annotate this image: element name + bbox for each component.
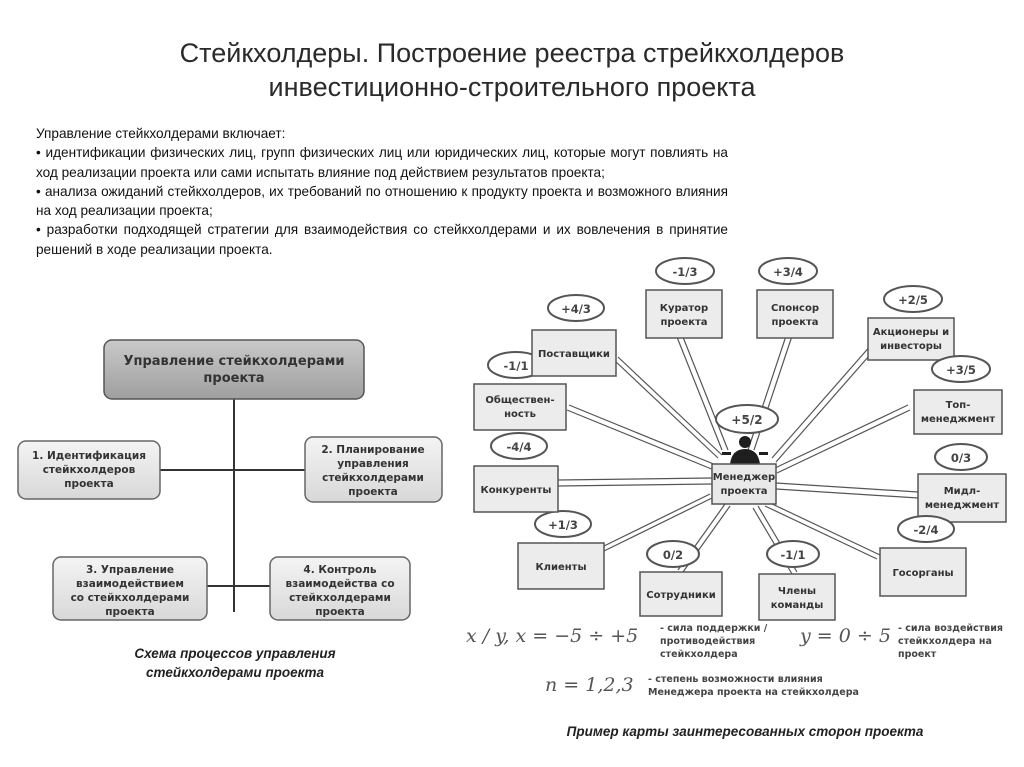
svg-text:0/3: 0/3 bbox=[951, 451, 971, 465]
svg-text:Менеджер: Менеджер bbox=[713, 472, 775, 483]
svg-text:управления: управления bbox=[337, 458, 409, 470]
svg-text:Обществен-: Обществен- bbox=[485, 394, 554, 406]
svg-text:команды: команды bbox=[771, 600, 824, 611]
process-step-1: 1. Идентификация стейкхолдеров проекта bbox=[17, 440, 161, 500]
manager-figure-icon bbox=[722, 436, 768, 464]
svg-text:Куратор: Куратор bbox=[660, 303, 708, 314]
legend-x-line-2: противодействия bbox=[660, 636, 755, 647]
svg-text:проекта: проекта bbox=[315, 606, 364, 618]
svg-text:со стейкхолдерами: со стейкхолдерами bbox=[71, 592, 190, 604]
node-top: Топ- менеджмент +3/5 bbox=[913, 355, 1003, 435]
svg-text:3. Управление: 3. Управление bbox=[86, 564, 174, 576]
node-konkurenty: Конкуренты -4/4 bbox=[473, 432, 559, 513]
formula-x: x / y, x = −5 ÷ +5 bbox=[466, 625, 638, 647]
svg-text:-1/1: -1/1 bbox=[504, 359, 529, 373]
svg-text:+5/2: +5/2 bbox=[731, 413, 762, 427]
svg-text:1. Идентификация: 1. Идентификация bbox=[32, 450, 146, 462]
svg-text:стейкхолдерами: стейкхолдерами bbox=[289, 592, 391, 604]
svg-text:взаимодействием: взаимодействием bbox=[76, 578, 184, 590]
legend-x-line-3: стейкхолдера bbox=[660, 649, 738, 660]
formula-y: y = 0 ÷ 5 bbox=[799, 625, 891, 647]
svg-text:проекта: проекта bbox=[660, 317, 707, 328]
svg-text:стейкхолдерами: стейкхолдерами bbox=[322, 472, 424, 484]
svg-text:проекта: проекта bbox=[105, 606, 154, 618]
legend-y-line-3: проект bbox=[898, 649, 937, 660]
legend-n-line-2: Менеджера проекта на стейкхолдера bbox=[648, 687, 859, 698]
formula-n: n = 1,2,3 bbox=[545, 674, 634, 696]
svg-text:+3/5: +3/5 bbox=[946, 363, 976, 377]
intro-bullet-2: • анализа ожиданий стейкхолдеров, их тре… bbox=[36, 183, 728, 219]
svg-text:4. Контроль: 4. Контроль bbox=[303, 564, 377, 576]
node-postavshchiki: Поставщики +4/3 bbox=[531, 294, 617, 377]
svg-text:+2/5: +2/5 bbox=[898, 293, 928, 307]
process-root-box: Управление стейкхолдерами проекта bbox=[103, 339, 365, 400]
svg-text:+3/4: +3/4 bbox=[773, 265, 803, 279]
map-center-manager: Менеджер проекта bbox=[711, 463, 777, 505]
process-caption: Схема процессов управления стейкхолдерам… bbox=[134, 646, 336, 680]
svg-text:Сотрудники: Сотрудники bbox=[646, 590, 715, 601]
process-step-2: 2. Планирование управления стейкхолдерам… bbox=[304, 436, 443, 503]
legend-x-line-1: - сила поддержки / bbox=[660, 623, 768, 634]
svg-text:проекта: проекта bbox=[203, 371, 264, 386]
svg-text:менеджмент: менеджмент bbox=[925, 500, 1000, 511]
svg-text:Управление стейкхолдерами: Управление стейкхолдерами bbox=[123, 354, 344, 369]
node-chleny: Члены команды -1/1 bbox=[758, 540, 836, 621]
svg-text:-1/3: -1/3 bbox=[673, 265, 698, 279]
svg-text:Мидл-: Мидл- bbox=[944, 486, 981, 497]
legend-y-line-1: - сила воздействия bbox=[898, 623, 1003, 634]
svg-text:инвесторы: инвесторы bbox=[880, 341, 942, 352]
node-sotrudniki: Сотрудники 0/2 bbox=[639, 540, 723, 617]
legend-n-line-1: - степень возможности влияния bbox=[648, 674, 823, 685]
svg-text:Члены: Члены bbox=[778, 586, 816, 597]
svg-text:-4/4: -4/4 bbox=[507, 440, 532, 454]
svg-text:проекта: проекта bbox=[64, 478, 113, 490]
intro-bullet-1: • идентификации физических лиц, групп фи… bbox=[36, 145, 728, 180]
svg-text:Конкуренты: Конкуренты bbox=[481, 485, 552, 496]
svg-text:-2/4: -2/4 bbox=[914, 523, 939, 537]
process-step-3: 3. Управление взаимодействием со стейкхо… bbox=[52, 556, 208, 621]
svg-text:-1/1: -1/1 bbox=[781, 548, 806, 562]
svg-text:Госорганы: Госорганы bbox=[892, 568, 953, 579]
node-gosorgany: Госорганы -2/4 bbox=[879, 515, 967, 597]
node-sponsor: Спонсор проекта +3/4 bbox=[756, 257, 834, 339]
svg-text:менеджмент: менеджмент bbox=[921, 414, 996, 425]
svg-text:стейкхолдеров: стейкхолдеров bbox=[43, 464, 136, 476]
intro-text: Управление стейкхолдерами включает: • ид… bbox=[36, 124, 728, 259]
svg-text:проекта: проекта bbox=[348, 486, 397, 498]
intro-bullet-3: • разработки подходящей стратегии для вз… bbox=[36, 222, 728, 257]
svg-text:проекта: проекта bbox=[720, 486, 767, 497]
svg-text:2. Планирование: 2. Планирование bbox=[321, 444, 424, 456]
svg-text:проекта: проекта bbox=[771, 317, 818, 328]
svg-text:Акционеры и: Акционеры и bbox=[873, 327, 949, 338]
process-step-4: 4. Контроль взаимодейства со стейкхолдер… bbox=[269, 556, 411, 621]
slide-title: Стейкхолдеры. Построение реестра стрейкх… bbox=[0, 36, 1024, 104]
intro-heading: Управление стейкхолдерами включает: bbox=[36, 126, 286, 141]
legend-y-line-2: стейкхолдера на bbox=[898, 636, 992, 647]
title-line-2: инвестиционно-строительного проекта bbox=[268, 72, 756, 102]
node-akcionery: Акционеры и инвесторы +2/5 bbox=[867, 285, 955, 361]
node-obshchestvennost: Обществен- ность -1/1 bbox=[473, 351, 567, 431]
map-legend: x / y, x = −5 ÷ +5 - сила поддержки / пр… bbox=[466, 623, 1003, 698]
svg-text:Топ-: Топ- bbox=[946, 400, 971, 411]
node-klienty: Клиенты +1/3 bbox=[517, 510, 605, 590]
svg-text:взаимодейства со: взаимодейства со bbox=[285, 578, 394, 590]
map-center-score: +5/2 bbox=[715, 404, 779, 434]
svg-text:0/2: 0/2 bbox=[663, 548, 683, 562]
title-line-1: Стейкхолдеры. Построение реестра стрейкх… bbox=[179, 38, 845, 68]
svg-text:+1/3: +1/3 bbox=[548, 518, 578, 532]
svg-text:Клиенты: Клиенты bbox=[535, 562, 586, 573]
svg-text:Спонсор: Спонсор bbox=[771, 303, 819, 314]
svg-text:+4/3: +4/3 bbox=[561, 302, 591, 316]
map-caption: Пример карты заинтересованных сторон про… bbox=[566, 724, 924, 739]
node-midl: Мидл- менеджмент 0/3 bbox=[917, 443, 1007, 523]
svg-text:Поставщики: Поставщики bbox=[538, 349, 610, 360]
node-kurator: Куратор проекта -1/3 bbox=[645, 257, 723, 339]
svg-text:ность: ность bbox=[504, 409, 536, 420]
